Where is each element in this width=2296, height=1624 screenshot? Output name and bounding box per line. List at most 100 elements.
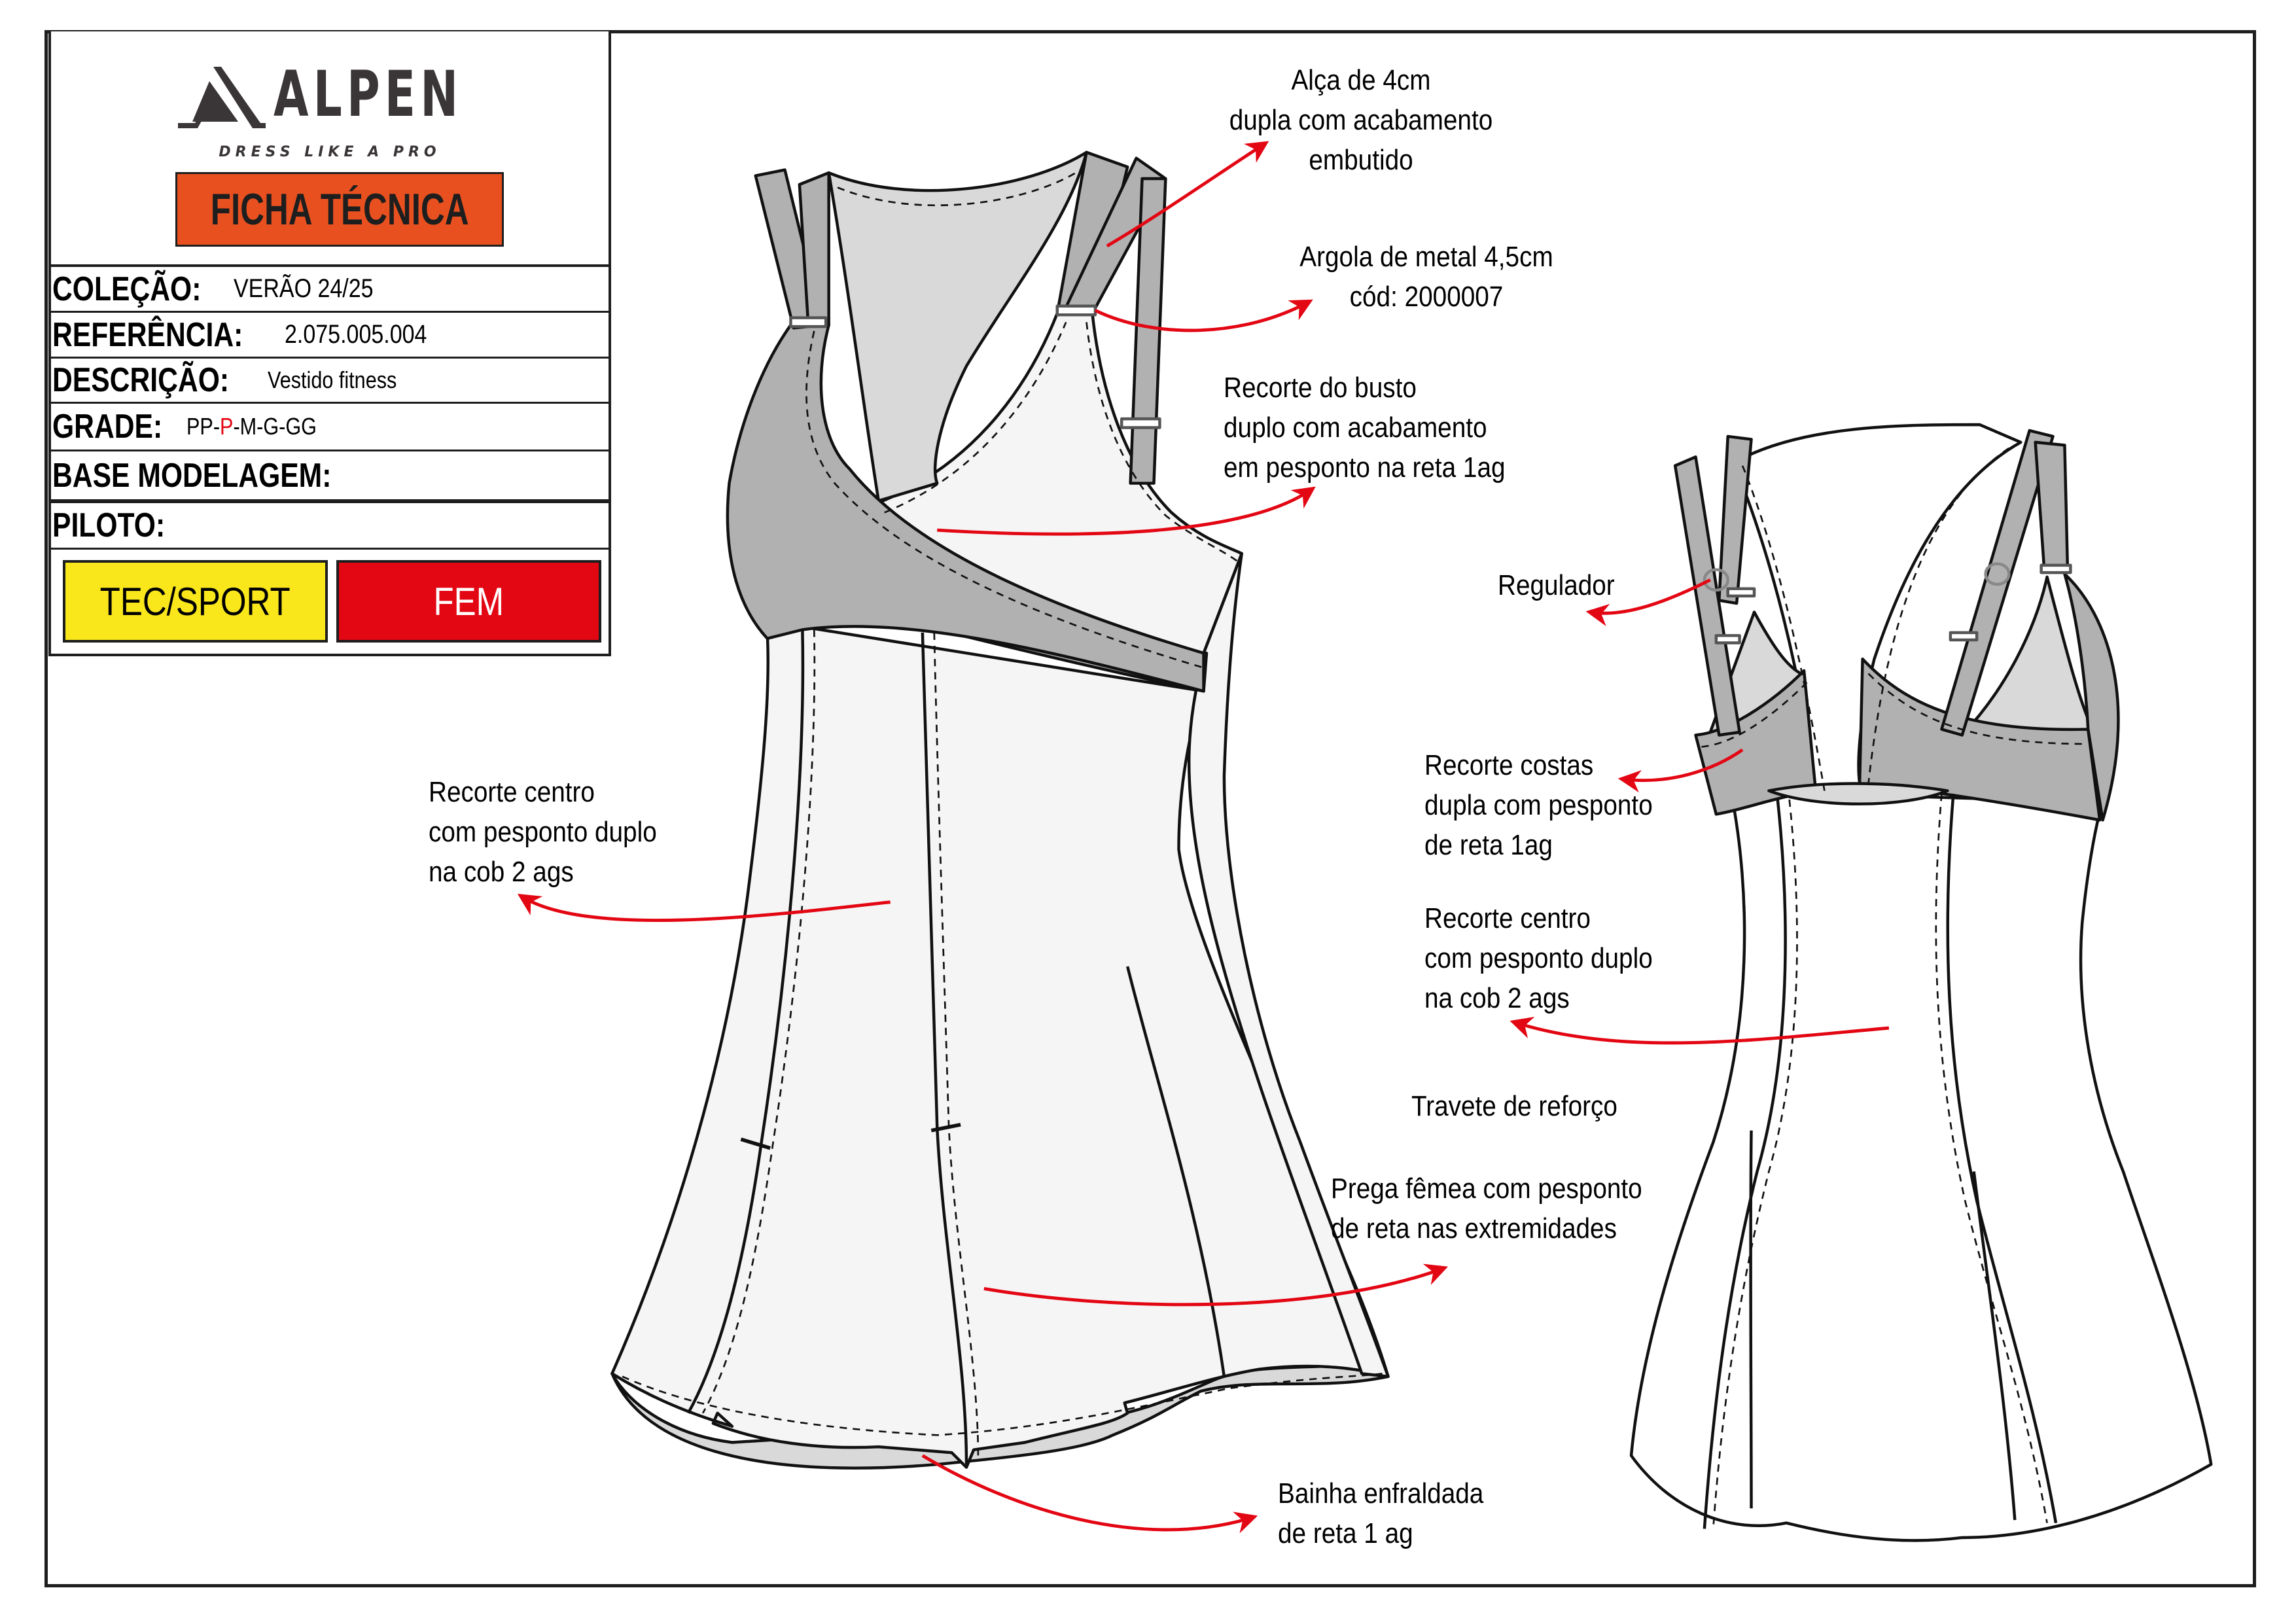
row-base-modelagem: BASE MODELAGEM: [51,451,609,501]
back-stitch-right [1935,793,2048,1523]
note-recorte-busto-line-1: Recorte do busto [1224,372,1417,404]
alpen-mountain-icon [178,67,266,128]
note-recorte-costas-line-3: de reta 1ag [1424,829,1553,861]
descricao-value: Vestido fitness [268,366,397,393]
note-prega-line-2: de reta nas extremidades [1331,1212,1617,1244]
back-regulator-left [1703,568,1729,592]
back-body [1629,789,2213,1542]
tag-fem-label: FEM [433,579,504,624]
back-left-strap-inner [1718,434,1753,605]
note-recorte-costas-line-2: dupla com pesponto [1424,789,1653,821]
category-tags: TEC/SPORT FEM [51,550,609,656]
note-argola-line-1: Argola de metal 4,5cm [1299,241,1553,273]
colecao-label: COLEÇÃO: [52,270,202,308]
grade-sizes: PP-P-M-G-GG [186,413,317,440]
note-recorte-costas-line-1: Recorte costas [1424,749,1594,781]
referencia-label: REFERÊNCIA: [52,315,243,354]
arrow-recorte-centro-costas [1510,1017,1890,1045]
note-recorte-centro-costas-line-1: Recorte centro [1424,902,1591,934]
note-alca-line-3: embutido [1309,144,1413,176]
row-descricao: DESCRIÇÃO: Vestido fitness [51,359,609,404]
back-right-side [2063,573,2120,822]
grade-size-gg: GG [285,413,317,440]
note-alca-line-2: dupla com acabamento [1229,104,1493,136]
front-dress-view [610,150,1390,1470]
note-alca-line-1: Alça de 4cm [1291,64,1431,96]
annotation-arrows [517,141,1890,1534]
note-recorte-centro-costas-line-3: na cob 2 ags [1424,982,1570,1014]
descricao-label: DESCRIÇÃO: [52,361,230,399]
note-recorte-centro-frente-line-3: na cob 2 ags [429,856,574,888]
front-stitch-bodice-arm [1086,322,1240,563]
arrow-alca [1106,141,1269,248]
base-modelagem-label: BASE MODELAGEM: [52,456,332,495]
note-bainha-line-2: de reta 1 ag [1278,1517,1413,1549]
back-regulator-right [1984,562,2011,586]
front-left-cup [726,323,1205,693]
front-left-strap-inner [798,171,830,327]
note-recorte-costas: Recorte costas dupla com pesponto de ret… [1424,745,1684,865]
front-skirt [610,625,1390,1469]
document-title: FICHA TÉCNICA [210,185,469,234]
back-stitch-panel-r [1867,447,2010,784]
sheet-header: ALPEN DRESS LIKE A PRO FICHA TÉCNICA [51,31,609,267]
brand-tagline: DRESS LIKE A PRO [219,144,441,160]
row-referencia: REFERÊNCIA: 2.075.005.004 [51,313,609,359]
note-regulador: Regulador [1498,565,1631,605]
page-frame [44,30,2256,1587]
note-recorte-busto-line-3: em pesponto na reta 1ag [1224,451,1506,484]
grade-label: GRADE: [52,408,163,446]
front-back-inner-panel [827,150,1088,503]
grade-size-m: M [239,413,257,440]
arrow-recorte-costas [1617,748,1744,793]
row-grade: GRADE: PP-P-M-G-GG [51,404,609,451]
front-side-seam [1125,966,1226,1377]
back-pleat-right [1972,1171,2017,1521]
grade-separator: - [256,413,264,440]
note-prega-line-1: Prega fêmea com pesponto [1331,1173,1642,1205]
arrow-bainha [921,1454,1258,1534]
note-alca: Alça de 4cm dupla com acabamento embutid… [1191,60,1531,180]
back-dress-view [1629,423,2213,1542]
tag-fem: FEM [336,560,601,643]
front-stitch-center-right [933,632,980,1457]
note-recorte-centro-frente-line-1: Recorte centro [429,776,595,808]
back-ring-left-top [1726,587,1756,598]
brand-name: ALPEN [274,58,463,131]
tag-tec-sport-label: TEC/SPORT [100,579,291,624]
back-seam-left [1703,799,1787,1529]
back-pleat-left [1749,1130,1753,1509]
grade-size-pp: PP [186,413,213,440]
colecao-value: VERÃO 24/25 [234,274,374,303]
arrow-recorte-busto [937,486,1316,536]
brand-logo: ALPEN [175,63,503,154]
note-recorte-centro-costas: Recorte centro com pesponto duplo na cob… [1424,898,1684,1018]
note-recorte-busto-line-2: duplo com acabamento [1224,412,1487,444]
front-stitch-hem [622,1372,1383,1436]
front-stitch-bodice-neck [884,321,1067,514]
front-bar-tack-right [930,1123,961,1133]
grade-size-p: P [220,413,234,440]
spec-sheet: ALPEN DRESS LIKE A PRO FICHA TÉCNICA COL… [48,31,611,656]
back-slider-left [1714,634,1741,644]
document-title-box: FICHA TÉCNICA [175,172,504,247]
back-stitch-panel-l [1741,465,1826,791]
tag-tec-sport: TEC/SPORT [63,560,328,643]
front-center-seam-right [921,632,968,1465]
piloto-label: PILOTO: [52,506,166,544]
arrow-argola [1094,299,1313,332]
note-recorte-centro-frente: Recorte centro com pesponto duplo na cob… [429,772,688,892]
note-bainha: Bainha enfraldada de reta 1 ag [1278,1474,1511,1553]
note-bainha-line-1: Bainha enfraldada [1278,1477,1484,1509]
note-recorte-centro-frente-line-2: com pesponto duplo [429,816,657,848]
referencia-value: 2.075.005.004 [285,320,427,349]
back-lower-band [1767,782,1949,805]
front-center-seam-left [686,629,805,1414]
grade-size-g: G [263,413,279,440]
front-metal-ring-right [1055,304,1097,317]
note-travete-line-1: Travete de reforço [1411,1090,1617,1122]
note-regulador-line-1: Regulador [1498,569,1615,601]
note-recorte-busto: Recorte do busto duplo com acabamento em… [1224,368,1544,487]
grade-separator: - [213,413,221,440]
